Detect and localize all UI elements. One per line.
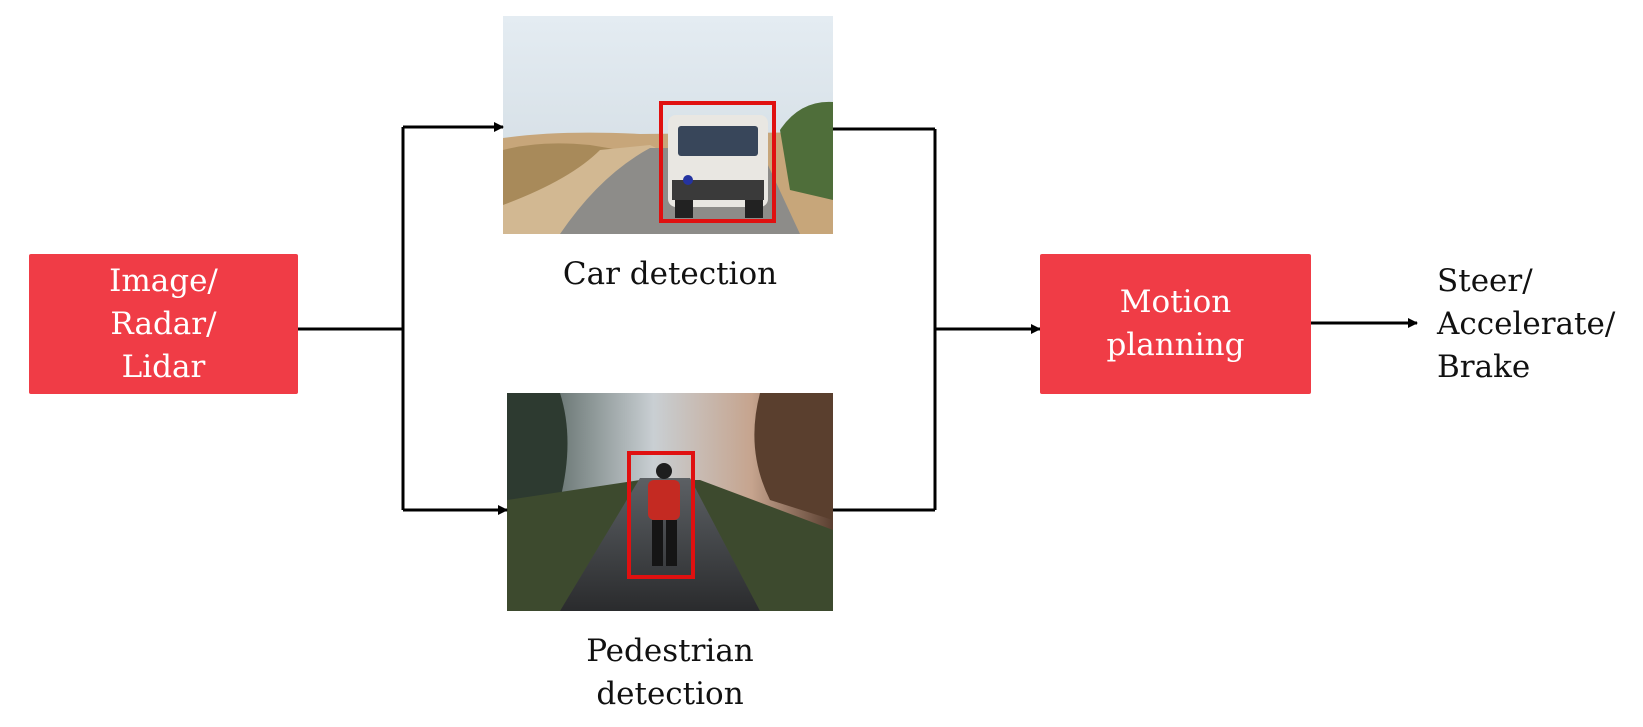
input-sensors-box: Image/ Radar/ Lidar <box>29 254 298 394</box>
pedestrian-bounding-box <box>627 451 695 579</box>
pedestrian-detection-caption: Pedestrian detection <box>500 630 840 716</box>
input-box-line: Radar/ <box>110 305 217 342</box>
connectors <box>298 122 1418 515</box>
motion-planning-line: planning <box>1106 327 1245 363</box>
pedestrian-detection-caption-line: Pedestrian <box>586 633 754 669</box>
pedestrian-photo <box>507 393 833 611</box>
car-detection-caption: Car detection <box>500 253 840 296</box>
car-photo <box>503 16 833 234</box>
output-line: Steer/ <box>1437 263 1533 299</box>
input-box-line: Lidar <box>121 348 206 385</box>
output-line: Accelerate/ <box>1437 306 1616 342</box>
motion-planning-box: Motion planning <box>1040 254 1311 394</box>
output-actions-label: Steer/ Accelerate/ Brake <box>1437 260 1637 389</box>
car-detection-caption-line: Car detection <box>562 256 778 292</box>
input-box-line: Image/ <box>109 262 218 299</box>
output-line: Brake <box>1437 349 1531 385</box>
car-bounding-box <box>659 101 776 223</box>
motion-planning-line: Motion <box>1119 284 1232 320</box>
pedestrian-detection-caption-line: detection <box>596 676 744 712</box>
